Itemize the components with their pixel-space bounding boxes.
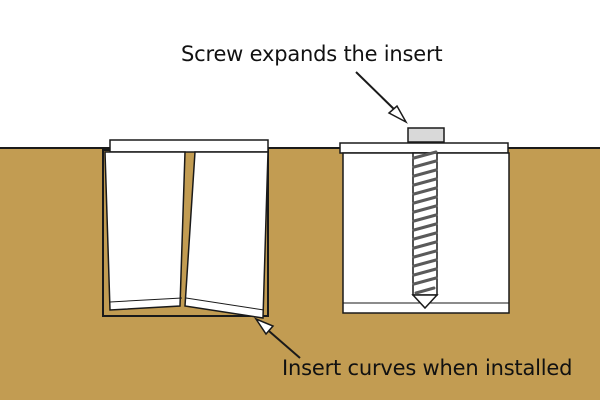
right-flange	[339, 142, 509, 154]
label-screw-expands: Screw expands the insert	[181, 42, 443, 66]
screw-head	[407, 127, 445, 143]
right-insert-bottom-line	[185, 297, 265, 311]
right-insert-half	[184, 151, 269, 319]
expanded-insert	[339, 127, 510, 314]
top-arrow	[355, 71, 408, 124]
curved-insert	[102, 139, 269, 319]
left-insert-bottom-line	[109, 297, 183, 303]
left-insert-half	[104, 151, 186, 311]
bottom-arrow	[254, 317, 301, 359]
label-insert-curves: Insert curves when installed	[282, 356, 573, 380]
screw-threads	[412, 150, 438, 295]
left-flange	[109, 139, 269, 153]
screw-tip	[411, 294, 439, 310]
